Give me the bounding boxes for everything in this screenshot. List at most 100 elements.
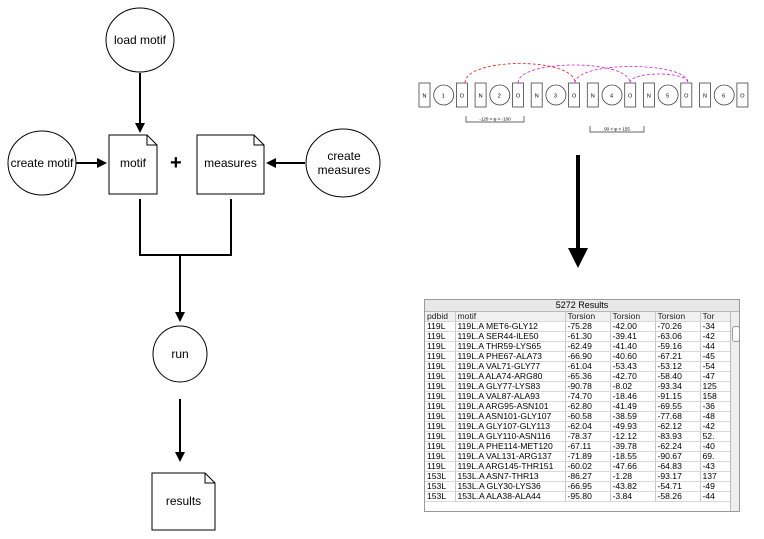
table-cell: -44 (700, 341, 731, 352)
residue-node (545, 84, 567, 106)
motif-element-label: O (460, 94, 465, 100)
table-cell: -54 (700, 361, 731, 372)
constraint-arc (464, 63, 576, 84)
arrow-head-large (568, 248, 588, 268)
column-header[interactable]: Torsion (610, 312, 656, 322)
table-cell: 119L (425, 441, 456, 452)
create-motif-label: create motif (10, 156, 74, 170)
table-cell: -60.58 (565, 411, 611, 422)
table-cell: 119L (425, 411, 456, 422)
table-cell: 119L (425, 391, 456, 402)
atom-box (680, 82, 693, 108)
table-cell: 137 (700, 471, 731, 482)
motif-element-label: O (516, 94, 521, 100)
motif-element-label: 1 (442, 94, 445, 100)
table-cell: -43.82 (610, 481, 656, 492)
bracket-connector (139, 199, 232, 256)
column-header[interactable]: pdbid (425, 312, 456, 322)
table-cell: -62.12 (655, 421, 701, 432)
table-cell: 119L.A ALA74-ARG80 (455, 371, 566, 382)
table-cell: -86.27 (565, 471, 611, 482)
table-cell: -63.06 (655, 331, 701, 342)
table-cell: 153L.A ASN7-THR13 (455, 471, 566, 482)
table-cell: -1.28 (610, 471, 656, 482)
table-cell: -53.12 (655, 361, 701, 372)
motif-element-label: 3 (554, 94, 557, 100)
constraint-label: -120 < φ < -100 (479, 117, 511, 122)
table-cell: -49 (700, 481, 731, 492)
table-cell: 153L.A ALA38-ALA44 (455, 491, 566, 502)
table-cell: -78.37 (565, 431, 611, 442)
column-header[interactable]: Torsion (565, 312, 611, 322)
create-measures-label: create measures (317, 149, 371, 177)
table-cell: -41.40 (610, 341, 656, 352)
table-cell: 153L (425, 481, 456, 492)
load-motif-node (105, 7, 175, 73)
column-header[interactable]: motif (455, 312, 566, 322)
table-cell: -44 (700, 491, 731, 502)
residue-node (601, 84, 623, 106)
table-cell: -42 (700, 421, 731, 432)
table-cell: -91.15 (655, 391, 701, 402)
table-cell: 119L.A PHE67-ALA73 (455, 351, 566, 362)
motif-element-label: O (572, 94, 577, 100)
column-header[interactable]: Torsion (655, 312, 701, 322)
table-cell: -48 (700, 411, 731, 422)
vertical-scrollbar[interactable] (730, 312, 739, 511)
table-cell: 119L.A VAL71-GLY77 (455, 361, 566, 372)
table-cell: 119L (425, 371, 456, 382)
table-cell: -62.24 (655, 441, 701, 452)
scrollbar-thumb[interactable] (732, 326, 739, 342)
table-cell: -61.04 (565, 361, 611, 372)
table-cell: -64.83 (655, 461, 701, 472)
table-cell: 119L (425, 331, 456, 342)
table-cell: 119L.A SER44-ILE50 (455, 331, 566, 342)
residue-node (489, 84, 511, 106)
table-cell: -59.16 (655, 341, 701, 352)
table-cell: -95.80 (565, 491, 611, 502)
table-cell: 119L.A ARG145-THR151 (455, 461, 566, 472)
column-header[interactable]: Tor (700, 312, 731, 322)
table-cell: 119L (425, 381, 456, 392)
table-cell: 153L.A GLY30-LYS36 (455, 481, 566, 492)
measures-document-node (196, 134, 265, 195)
atom-box (568, 82, 581, 108)
table-cell: 119L.A ASN101-GLY107 (455, 411, 566, 422)
motif-element-label: N (479, 94, 483, 100)
motif-element-label: O (684, 94, 689, 100)
table-cell: 153L (425, 491, 456, 502)
constraint-arc (574, 66, 689, 84)
plus-sign: + (170, 152, 182, 174)
measures-label: measures (204, 156, 257, 170)
table-cell: -42 (700, 331, 731, 342)
motif-element-label: 4 (610, 94, 613, 100)
table-cell: 119L (425, 351, 456, 362)
table-cell: -61.30 (565, 331, 611, 342)
table-cell: -67.21 (655, 351, 701, 362)
load-motif-label: load motif (113, 33, 167, 47)
table-cell: -39.41 (610, 331, 656, 342)
residue-node (433, 84, 455, 106)
constraint-arc (629, 73, 689, 84)
table-cell: -62.49 (565, 341, 611, 352)
